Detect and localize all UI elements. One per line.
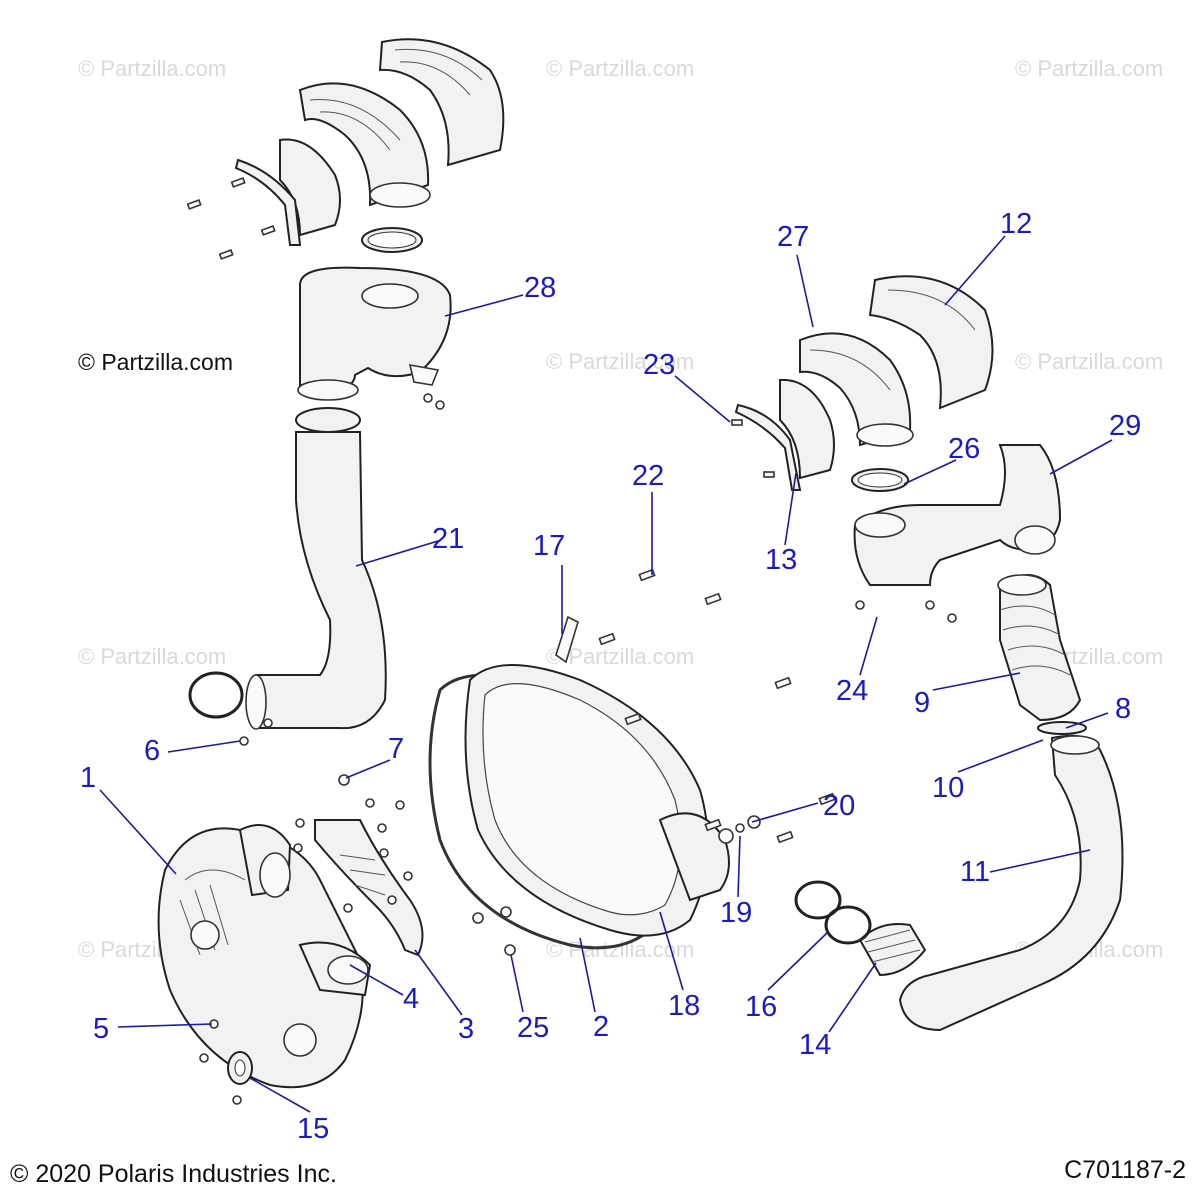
callout-6: 6 [144, 735, 160, 767]
callout-22: 22 [632, 460, 664, 492]
watermarks: © Partzilla.com © Partzilla.com © Partzi… [78, 56, 1163, 962]
callout-9: 9 [914, 687, 930, 719]
watermark: © Partzilla.com [78, 644, 226, 669]
callout-10: 10 [932, 772, 964, 804]
callout-7: 7 [388, 733, 404, 765]
upper-left-plenum [297, 266, 452, 401]
upper-left-duct-elbow [298, 82, 431, 208]
callout-18: 18 [668, 990, 700, 1022]
watermark: © Partzilla.com [1015, 349, 1163, 374]
callout-27: 27 [777, 221, 809, 253]
plenum-29 [853, 444, 1062, 623]
callout-1: 1 [80, 762, 96, 794]
watermark: © Partzilla.com [546, 937, 694, 962]
upper-right-duct-elbow [799, 332, 914, 447]
tube-21 [188, 407, 387, 730]
callout-28: 28 [524, 272, 556, 304]
plenum-fasteners [423, 393, 445, 410]
callout-29: 29 [1109, 410, 1141, 442]
upper-right-duct-bracket [731, 378, 835, 491]
callout-3: 3 [458, 1013, 474, 1045]
boot-14 [858, 923, 927, 977]
gasket-17 [555, 615, 579, 664]
callout-5: 5 [93, 1013, 109, 1045]
copyright-notice: © 2020 Polaris Industries Inc. [10, 1160, 337, 1188]
seal-15 [227, 1051, 253, 1085]
callout-8: 8 [1115, 693, 1131, 725]
callout-26: 26 [948, 433, 980, 465]
upper-left-fasteners [186, 177, 276, 260]
leader-lines [99, 235, 1113, 1113]
callout-16: 16 [745, 991, 777, 1023]
upper-left-duct-cover [378, 38, 505, 167]
watermark: © Partzilla.com [546, 349, 694, 374]
tube-11 [898, 734, 1124, 1032]
callout-2: 2 [593, 1011, 609, 1043]
callout-4: 4 [403, 983, 419, 1015]
callout-20: 20 [823, 790, 855, 822]
callout-15: 15 [297, 1113, 329, 1145]
watermark: © Partzilla.com [78, 56, 226, 81]
clamp-26 [851, 468, 909, 492]
callout-24: 24 [836, 675, 868, 707]
site-credit: © Partzilla.com [78, 349, 233, 375]
upper-left-clamp [361, 227, 423, 253]
callout-14: 14 [799, 1029, 831, 1061]
watermark: © Partzilla.com [546, 56, 694, 81]
clamps-16 [794, 880, 872, 945]
callout-21: 21 [432, 523, 464, 555]
callout-11: 11 [960, 856, 990, 888]
callout-25: 25 [517, 1012, 549, 1044]
upper-left-duct-bracket [234, 138, 341, 246]
callout-19: 19 [720, 897, 752, 929]
diagram-code: C701187-2 [1064, 1156, 1186, 1184]
callout-13: 13 [765, 544, 797, 576]
duct-9 [997, 574, 1082, 722]
outer-cover-18 [464, 664, 730, 937]
callout-labels: 1 2 3 4 5 6 7 8 9 10 11 12 13 14 15 16 1… [80, 208, 1141, 1145]
callout-23: 23 [643, 349, 675, 381]
watermark: © Partzilla.com [1015, 56, 1163, 81]
callout-17: 17 [533, 530, 565, 562]
upper-right-duct-cover [868, 275, 994, 410]
bracket-3 [314, 819, 424, 957]
callout-12: 12 [1000, 208, 1032, 240]
